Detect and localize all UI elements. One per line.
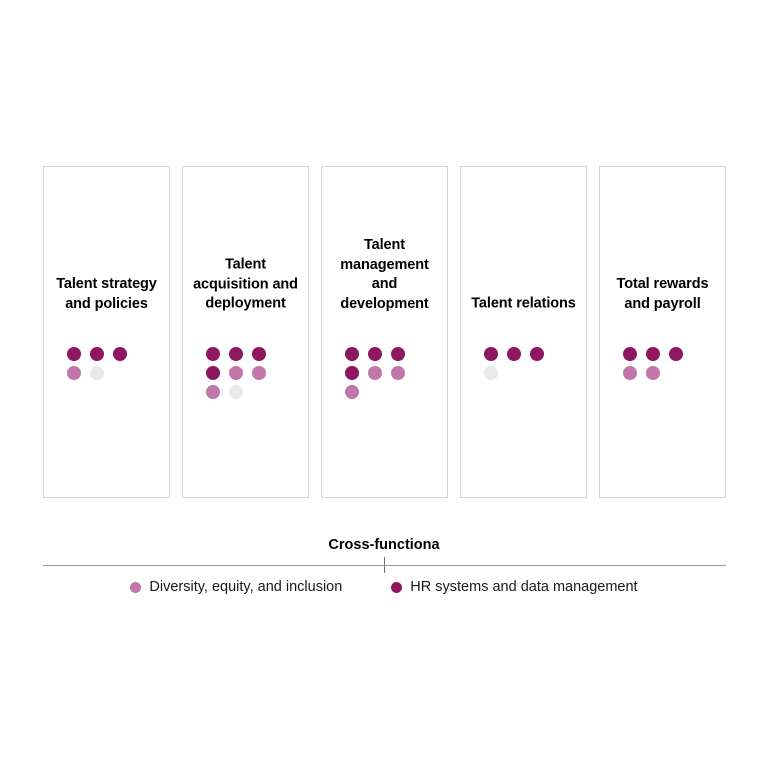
pillar-title: Total rewards and payroll — [616, 276, 709, 312]
pillar-dot-grid — [183, 347, 308, 399]
legend-swatch-pink-icon — [130, 581, 142, 593]
capability-dot-dark — [345, 366, 359, 380]
dot-row — [623, 347, 702, 361]
legend-item[interactable]: HR systems and data management — [391, 578, 638, 596]
capability-dot-dark — [113, 347, 127, 361]
pillar-title: Talent acquisition and deployment — [193, 256, 298, 312]
capability-dot-pink — [206, 385, 220, 399]
legend-label: HR systems and data management — [410, 579, 638, 595]
dot-row — [345, 366, 424, 380]
dot-row — [345, 347, 424, 361]
capability-dot-dark — [623, 347, 637, 361]
capability-dot-gray — [484, 366, 498, 380]
capability-dot-gray — [229, 385, 243, 399]
capability-dot-pink — [368, 366, 382, 380]
capability-dot-dark — [252, 347, 266, 361]
dot-row — [206, 366, 285, 380]
capability-dot-dark — [646, 347, 660, 361]
pillar-title: Talent management and development — [340, 237, 429, 312]
cross-functional-rule — [43, 565, 726, 566]
dot-row — [484, 366, 563, 380]
capability-dot-dark — [345, 347, 359, 361]
capability-dot-pink — [623, 366, 637, 380]
capability-dot-dark — [391, 347, 405, 361]
pillar-card[interactable]: Talent management and development — [321, 166, 448, 498]
pillar-title: Talent relations — [471, 295, 576, 312]
pillar-dot-grid — [461, 347, 586, 380]
capability-dot-dark — [90, 347, 104, 361]
capability-dot-dark — [67, 347, 81, 361]
dot-row — [484, 347, 563, 361]
dot-row — [623, 366, 702, 380]
dot-row — [67, 347, 146, 361]
pillar-cards-row: Talent strategy and policies Talent acqui… — [43, 166, 726, 498]
pillar-card[interactable]: Talent acquisition and deployment — [182, 166, 309, 498]
capability-dot-dark — [229, 347, 243, 361]
dot-row — [206, 347, 285, 361]
pillar-dot-grid — [600, 347, 725, 380]
dot-row — [345, 385, 424, 399]
capability-dot-dark — [507, 347, 521, 361]
capability-dot-dark — [484, 347, 498, 361]
capability-dot-pink — [646, 366, 660, 380]
legend: Diversity, equity, and inclusion HR syste… — [0, 578, 768, 596]
capability-dot-dark — [530, 347, 544, 361]
dot-row — [67, 366, 146, 380]
capability-dot-dark — [206, 366, 220, 380]
pillar-card[interactable]: Talent relations — [460, 166, 587, 498]
dot-row — [206, 385, 285, 399]
cross-functional-label: Cross-functiona — [328, 537, 440, 553]
legend-item[interactable]: Diversity, equity, and inclusion — [130, 578, 342, 596]
pillar-title: Talent strategy and policies — [56, 276, 157, 312]
capability-dot-dark — [368, 347, 382, 361]
capability-dot-dark — [206, 347, 220, 361]
capability-dot-pink — [391, 366, 405, 380]
legend-label: Diversity, equity, and inclusion — [149, 579, 343, 595]
capability-dot-pink — [345, 385, 359, 399]
capability-dot-pink — [252, 366, 266, 380]
capability-dot-pink — [229, 366, 243, 380]
capability-dot-dark — [669, 347, 683, 361]
capability-dot-pink — [67, 366, 81, 380]
capability-dot-gray — [90, 366, 104, 380]
pillar-card[interactable]: Talent strategy and policies — [43, 166, 170, 498]
legend-swatch-dark-icon — [391, 581, 403, 593]
pillar-dot-grid — [44, 347, 169, 380]
pillar-card[interactable]: Total rewards and payroll — [599, 166, 726, 498]
pillar-dot-grid — [322, 347, 447, 399]
